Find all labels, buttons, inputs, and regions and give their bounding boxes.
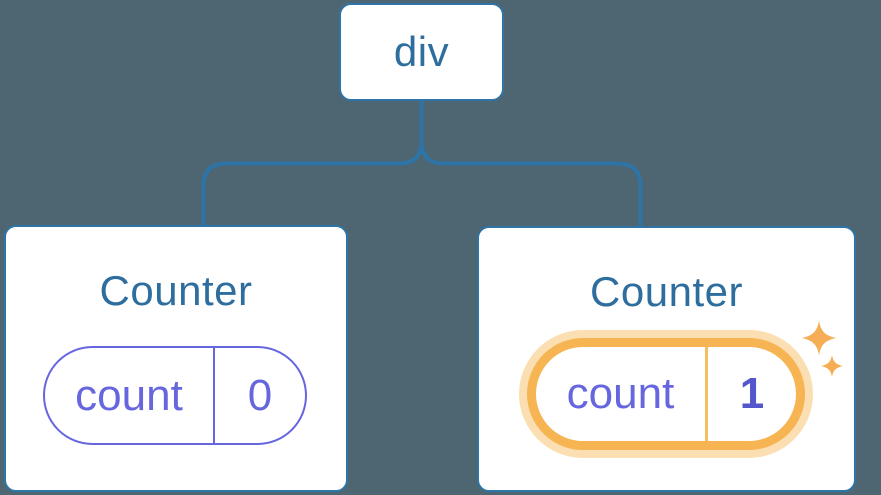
- state-value: 0: [213, 348, 305, 443]
- root-node-div: div: [339, 3, 504, 101]
- state-value: 1: [705, 347, 796, 441]
- state-key-label: count: [75, 370, 183, 420]
- connector-left-branch: [201, 101, 424, 229]
- state-pill-left: count 0: [43, 346, 307, 445]
- counter-right-title: Counter: [590, 268, 743, 315]
- counter-left-title: Counter: [99, 267, 253, 314]
- state-key-label: count: [566, 369, 675, 418]
- root-node-label: div: [393, 28, 450, 75]
- connector-right-branch: [419, 101, 643, 229]
- state-pill-highlighted: count 1: [527, 338, 805, 450]
- counter-card-right: Counter count 1: [477, 226, 856, 492]
- counter-card-left: Counter count 0: [4, 225, 348, 492]
